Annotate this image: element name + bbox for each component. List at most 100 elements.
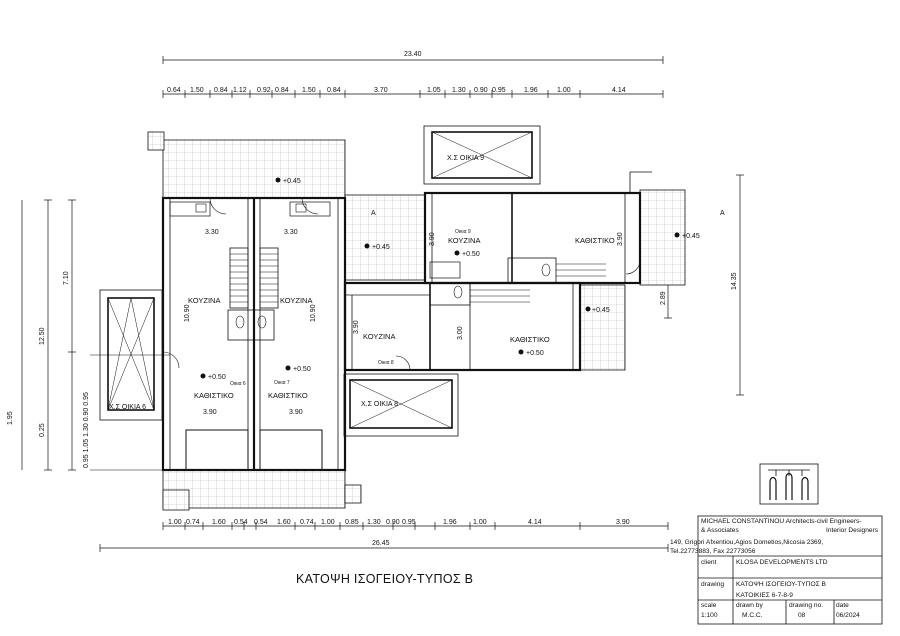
unit6-living-label: ΚΑΘΙΣΤΙΚΟ xyxy=(194,391,234,400)
left-dim-segments: 0.95 1.05 1.30 0.90 0.95 xyxy=(83,392,90,468)
unit6-living-width: 3.90 xyxy=(203,409,217,416)
top-dimension-chain xyxy=(162,56,664,98)
unit8-kitchen-label: ΚΟΥΖΙΝΑ xyxy=(363,332,395,341)
unit7-depth: 10.90 xyxy=(310,304,317,322)
scale-label: scale xyxy=(701,602,717,609)
client-name: KLOSA DEVELOPMENTS LTD xyxy=(736,559,828,566)
top-dim-1: 0.64 xyxy=(167,87,181,94)
top-dim-16: 4.14 xyxy=(612,87,626,94)
firm-name-line1: MICHAEL CONSTANTINOU Architects-civil En… xyxy=(701,518,862,525)
parking-8 xyxy=(343,373,459,437)
unit8-depth-left: 3.90 xyxy=(353,320,360,334)
unit-8-walls xyxy=(343,281,582,372)
unit6-level: +0.50 xyxy=(208,374,226,381)
drawing-line1: ΚΑΤΟΨΗ ΙΣΟΓΕΙΟΥ-ΤΥΠΟΣ Β xyxy=(736,581,826,588)
bottom-dim-15: 4.14 xyxy=(528,519,542,526)
date-value: 06/2024 xyxy=(836,612,860,619)
bottom-dim-4: 0.54 xyxy=(234,519,248,526)
drawing-line2: ΚΑΤΟΙΚΙΕΣ 6-7-8-9 xyxy=(736,592,793,599)
firm-logo xyxy=(759,463,819,505)
unit9-kitchen-label: ΚΟΥΖΙΝΑ xyxy=(448,236,480,245)
bottom-dim-7: 0.74 xyxy=(300,519,314,526)
top-dim-4: 1.12 xyxy=(233,87,247,94)
left-dim-total: 12.50 xyxy=(39,327,46,345)
section-marker-right: A xyxy=(720,210,725,217)
top-total-dimension: 23.40 xyxy=(404,51,422,58)
bottom-dim-5: 0.54 xyxy=(254,519,268,526)
bottom-dimension-labels: 1.00 0.74 1.60 0.54 0.54 1.60 0.74 1.00 … xyxy=(168,519,630,526)
left-dim-outer: 1.95 xyxy=(7,411,14,425)
drawn-by-label: drawn by xyxy=(736,602,763,609)
top-dim-5: 0.92 xyxy=(257,87,271,94)
left-dimension-chain xyxy=(21,199,170,471)
top-dim-7: 1.50 xyxy=(302,87,316,94)
bottom-dim-14: 1.00 xyxy=(473,519,487,526)
right-dim-total: 14.35 xyxy=(731,272,738,290)
parking-9-label: Χ.Σ ΟΙΚΙΑ 9 xyxy=(447,155,484,162)
level-markers-right xyxy=(364,232,680,312)
left-dim-lower: 0.25 xyxy=(39,423,46,437)
top-dim-10: 1.05 xyxy=(427,87,441,94)
firm-phone: Tel.22773883, Fax 22773056 xyxy=(670,548,756,555)
unit8-name: Οικια 8 xyxy=(378,360,394,366)
bottom-dim-1: 1.00 xyxy=(168,519,182,526)
top-dim-9: 3.70 xyxy=(374,87,388,94)
unit7-level: +0.50 xyxy=(293,366,311,373)
unit9-living-label: ΚΑΘΙΣΤΙΚΟ xyxy=(575,236,615,245)
drawing-title: ΚΑΤΟΨΗ ΙΣΟΓΕΙΟΥ-ΤΥΠΟΣ Β xyxy=(296,572,474,586)
unit7-living-width: 3.90 xyxy=(289,409,303,416)
right-dim-small: 2.89 xyxy=(660,291,667,305)
top-patio-level: +0.45 xyxy=(283,178,301,185)
firm-name-line2b: Interior Designers xyxy=(826,527,879,534)
top-dim-3: 0.84 xyxy=(214,87,228,94)
top-dimension-labels: 0.64 1.50 0.84 1.12 0.92 0.84 1.50 0.84 … xyxy=(167,87,626,94)
unit7-living-label: ΚΑΘΙΣΤΙΚΟ xyxy=(268,391,308,400)
section-marker-left: A xyxy=(371,210,376,217)
level-markers-left xyxy=(200,177,291,379)
bottom-dim-13: 1.96 xyxy=(443,519,457,526)
title-block: MICHAEL CONSTANTINOU Architects-civil En… xyxy=(670,516,882,624)
unit6-name: Οικια 6 xyxy=(230,381,246,387)
bottom-dim-2: 0.74 xyxy=(186,519,200,526)
bottom-dimension-chain xyxy=(99,522,669,552)
bottom-dim-10: 1.30 xyxy=(367,519,381,526)
top-dim-15: 1.00 xyxy=(557,87,571,94)
top-dim-11: 1.30 xyxy=(452,87,466,94)
bottom-total-dimension: 26.45 xyxy=(372,540,390,547)
bottom-dim-12: 0.95 xyxy=(402,519,416,526)
unit8-level: +0.50 xyxy=(526,350,544,357)
top-dim-12: 0.90 xyxy=(474,87,488,94)
parking-6-label: Χ.Σ ΟΙΚΙΑ 6 xyxy=(109,404,146,411)
firm-name-line2a: & Associates xyxy=(701,527,739,534)
top-dim-14: 1.96 xyxy=(524,87,538,94)
unit6-kitchen-width: 3.30 xyxy=(205,229,219,236)
date-label: date xyxy=(836,602,849,609)
top-dim-8: 0.84 xyxy=(327,87,341,94)
drawing-no-value: 08 xyxy=(798,612,806,619)
unit8-level-marker xyxy=(518,349,524,355)
paved-areas xyxy=(147,131,686,511)
title-block-frame xyxy=(697,515,883,625)
unit9-depth-left: 3.90 xyxy=(429,232,436,246)
bottom-dim-16: 3.90 xyxy=(616,519,630,526)
top-dim-13: 0.95 xyxy=(492,87,506,94)
unit6-kitchen-label: ΚΟΥΖΙΝΑ xyxy=(188,296,220,305)
firm-address: 149, Grigori Afxentiou,Agios Dometios,Ni… xyxy=(670,539,824,546)
drawing-label: drawing xyxy=(701,581,725,588)
unit7-kitchen-label: ΚΟΥΖΙΝΑ xyxy=(280,296,312,305)
unit7-kitchen-width: 3.30 xyxy=(284,229,298,236)
drawing-no-label: drawing no. xyxy=(789,602,824,609)
bottom-dim-3: 1.60 xyxy=(212,519,226,526)
unit9-depth-right: 3.90 xyxy=(617,232,624,246)
bottom-dim-9: 0.85 xyxy=(345,519,359,526)
drawn-by-value: M.C.C. xyxy=(742,612,763,619)
left-dim-upper: 7.10 xyxy=(63,271,70,285)
unit9-name: Οικια 9 xyxy=(455,229,471,235)
patio-left-level: +0.45 xyxy=(372,244,390,251)
bottom-dim-11: 0.90 xyxy=(386,519,400,526)
scale-value: 1:100 xyxy=(701,612,718,619)
parking-9 xyxy=(423,125,541,185)
units-6-7-walls xyxy=(161,196,347,472)
client-label: client xyxy=(701,559,717,566)
